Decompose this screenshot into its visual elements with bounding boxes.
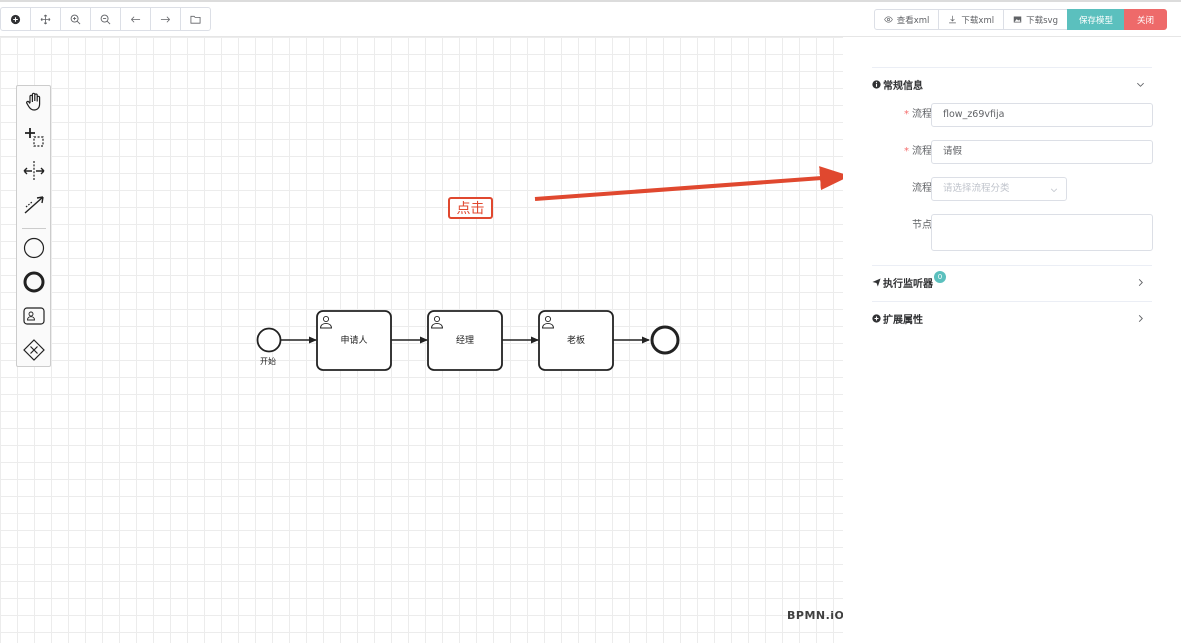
chevron-down-icon — [1137, 82, 1144, 87]
general-info-header[interactable]: 常规信息 — [872, 67, 1152, 101]
move-button[interactable] — [30, 7, 61, 31]
palette-separator — [22, 228, 46, 229]
annotation-arrow — [534, 166, 843, 201]
gateway-icon[interactable] — [22, 338, 46, 362]
flow-category-select[interactable]: 请选择流程分类 — [931, 177, 1067, 201]
flow-name-row: *流程名称 请假 — [872, 140, 1153, 164]
download-icon — [949, 15, 957, 24]
zoom-out-icon — [100, 14, 111, 24]
process-diagram: 开始 申请人 经理 老板 — [256, 166, 843, 371]
extensions-header[interactable]: 扩展属性 — [872, 301, 1152, 335]
view-xml-label: 查看xml — [896, 15, 930, 26]
download-svg-button[interactable]: 下载svg — [1003, 9, 1068, 30]
close-button[interactable]: 关闭 — [1123, 9, 1167, 30]
click-annotation: 点击 — [448, 197, 493, 219]
user-task[interactable]: 经理 — [427, 310, 503, 371]
bpmn-canvas[interactable]: 开始 申请人 经理 老板 — [0, 37, 845, 643]
end-event-icon[interactable] — [22, 270, 46, 294]
undo-button[interactable] — [120, 7, 151, 31]
eye-icon — [883, 16, 893, 23]
extensions-title: 扩展属性 — [883, 315, 923, 326]
toolbar-left-group — [0, 7, 211, 31]
task-label: 老板 — [567, 334, 585, 346]
download-svg-label: 下载svg — [1026, 15, 1058, 26]
zoom-in-icon — [70, 14, 81, 24]
zoom-out-button[interactable] — [90, 7, 121, 31]
task-label: 申请人 — [340, 334, 367, 346]
add-button[interactable] — [0, 7, 31, 31]
flow-id-input[interactable]: flow_z69vfija — [931, 103, 1153, 127]
flow-id-row: *流程标识 flow_z69vfija — [872, 103, 1153, 127]
required-mark: * — [904, 109, 909, 120]
open-file-button[interactable] — [180, 7, 211, 31]
start-event[interactable] — [256, 327, 282, 353]
redo-button[interactable] — [150, 7, 181, 31]
listeners-count-badge: 0 — [934, 270, 946, 283]
move-icon — [40, 14, 51, 24]
hand-tool-icon[interactable] — [22, 90, 46, 114]
chevron-down-icon — [1050, 188, 1058, 193]
undo-icon — [131, 15, 141, 23]
info-icon — [872, 80, 881, 89]
node-desc-row: 节点描述 — [872, 214, 1153, 252]
download-xml-label: 下载xml — [961, 15, 995, 26]
global-connect-icon[interactable] — [22, 192, 46, 216]
end-event[interactable] — [650, 325, 680, 355]
node-desc-textarea[interactable] — [931, 214, 1153, 251]
user-task-icon[interactable] — [22, 304, 46, 328]
chevron-right-icon — [1138, 279, 1143, 286]
image-icon — [1013, 16, 1022, 23]
add-circle-icon — [10, 14, 21, 24]
required-mark: * — [904, 146, 909, 157]
general-info-title: 常规信息 — [883, 81, 923, 92]
view-xml-button[interactable]: 查看xml — [873, 9, 940, 30]
redo-icon — [160, 15, 170, 23]
send-icon — [872, 278, 881, 287]
user-icon — [431, 315, 443, 329]
save-model-button[interactable]: 保存模型 — [1066, 9, 1125, 30]
folder-icon — [190, 15, 201, 24]
zoom-in-button[interactable] — [60, 7, 91, 31]
user-task[interactable]: 老板 — [538, 310, 614, 371]
toolbar-right-group: 查看xml 下载xml 下载svg 保存模型 关闭 — [873, 9, 1167, 30]
properties-panel: 常规信息 *流程标识 flow_z69vfija *流程名称 请假 流程分类 请… — [843, 37, 1181, 643]
user-icon — [320, 315, 332, 329]
flow-category-placeholder: 请选择流程分类 — [943, 183, 1010, 194]
start-event-label: 开始 — [260, 356, 276, 366]
start-event-icon[interactable] — [22, 236, 46, 260]
bpmn-io-logo[interactable]: BPMN.iO — [787, 609, 845, 622]
flow-name-input[interactable]: 请假 — [931, 140, 1153, 164]
tool-palette — [16, 85, 51, 367]
flow-category-row: 流程分类 请选择流程分类 — [872, 177, 1152, 201]
add-circle-icon — [872, 314, 881, 323]
user-task[interactable]: 申请人 — [316, 310, 392, 371]
listeners-header[interactable]: 执行监听器 0 — [872, 265, 1152, 299]
lasso-tool-icon[interactable] — [22, 125, 46, 149]
space-tool-icon[interactable] — [22, 159, 46, 183]
download-xml-button[interactable]: 下载xml — [938, 9, 1005, 30]
user-icon — [542, 315, 554, 329]
task-label: 经理 — [456, 334, 474, 346]
top-toolbar: 查看xml 下载xml 下载svg 保存模型 关闭 — [0, 0, 1181, 37]
listeners-title: 执行监听器 — [883, 279, 933, 290]
chevron-right-icon — [1138, 315, 1143, 322]
